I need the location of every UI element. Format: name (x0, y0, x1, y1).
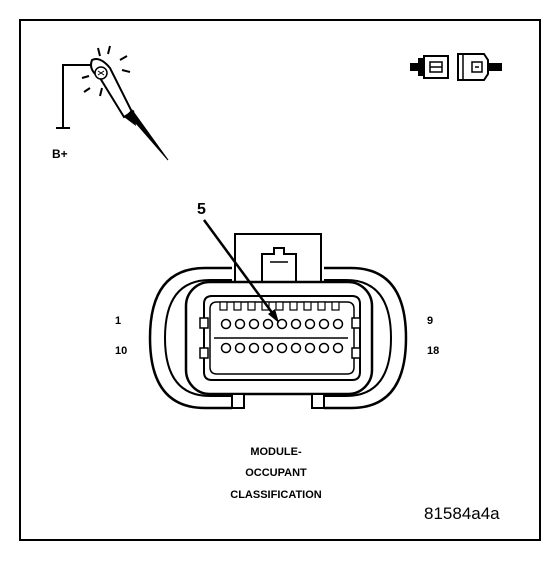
test-light-probe-icon (56, 45, 169, 161)
cavity-tooth (331, 301, 340, 311)
callout-arrowhead (268, 309, 279, 323)
cavity-tooth (317, 301, 326, 311)
title-line-3: CLASSIFICATION (230, 489, 322, 501)
pin-label-top-right: 9 (427, 315, 433, 327)
pin-label-bottom-right: 18 (427, 345, 439, 357)
pin-1 (220, 318, 232, 330)
connector-body (148, 233, 408, 410)
pin-5 (276, 318, 288, 330)
title-line-2: OCCUPANT (245, 467, 307, 479)
pin-11 (234, 342, 246, 354)
cavity-tooth (233, 301, 242, 311)
cavity-tooth (247, 301, 256, 311)
pin-label-top-left: 1 (115, 315, 121, 327)
cavity-tooth (289, 301, 298, 311)
figure-code: 81584a4a (424, 504, 500, 523)
title-line-1: MODULE- (250, 446, 302, 458)
pin-label-bottom-left: 10 (115, 345, 127, 357)
connector-disconnected-icon (410, 53, 502, 81)
pin-3 (248, 318, 260, 330)
pin-8 (318, 318, 330, 330)
supply-label: B+ (52, 147, 68, 161)
figure-frame (19, 19, 541, 541)
cavity-tooth (303, 301, 312, 311)
pin-4 (262, 318, 274, 330)
cavity-tooth (275, 301, 284, 311)
pin-15 (290, 342, 302, 354)
pin-12 (248, 342, 260, 354)
pin-14 (276, 342, 288, 354)
callout-leader (202, 219, 278, 319)
pin-6 (290, 318, 302, 330)
pin-16 (304, 342, 316, 354)
pin-13 (262, 342, 274, 354)
pin-9 (332, 318, 344, 330)
pin-17 (318, 342, 330, 354)
pin-7 (304, 318, 316, 330)
callout-label: 5 (197, 201, 206, 218)
pin-2 (234, 318, 246, 330)
pin-10 (220, 342, 232, 354)
pin-18 (332, 342, 344, 354)
cavity-tooth (219, 301, 228, 311)
